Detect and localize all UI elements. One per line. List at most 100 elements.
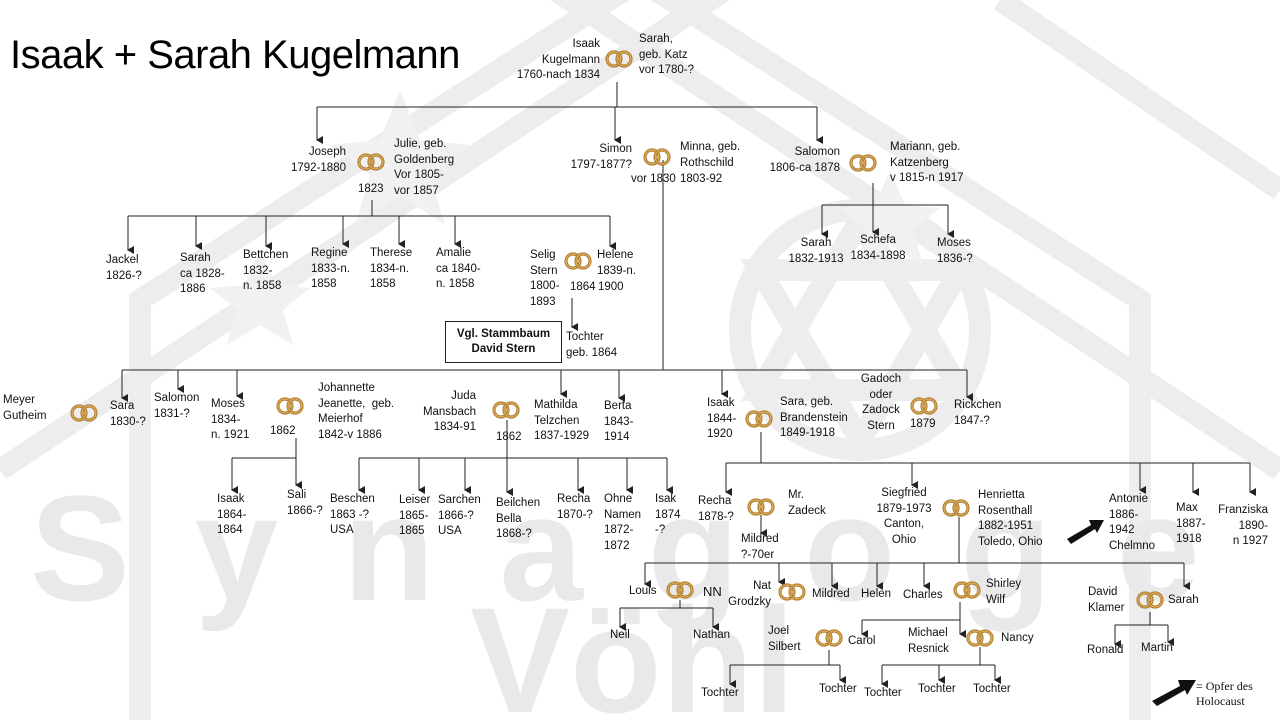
arrow-icon [1067, 520, 1104, 544]
person-therese: Therese 1834-n. 1858 [370, 247, 413, 290]
wedding-rings-icon [815, 629, 843, 647]
person-ohne-namen: Ohne Namen 1872- 1872 [604, 493, 642, 552]
person-mildred-grodzky: Mildred [812, 588, 850, 600]
wedding-rings-icon [966, 629, 994, 647]
person-amalie: Amalie ca 1840- n. 1858 [436, 247, 481, 290]
marriage-year-vor-1830: vor 1830 [631, 173, 676, 185]
person-shirley-wilf: Shirley Wilf [986, 578, 1022, 606]
person-charles: Charles [903, 589, 943, 601]
watermark-line2: Vöhl [470, 576, 795, 720]
person-nathan: Nathan [693, 629, 731, 641]
page-title: Isaak + Sarah Kugelmann [10, 33, 460, 77]
wedding-rings-icon [745, 410, 773, 428]
wedding-rings-icon [605, 50, 633, 68]
person-selig-stern: Selig Stern 1800- 1893 [530, 249, 560, 308]
person-recha-1878: Recha 1878-? [698, 495, 734, 523]
person-salomon: Salomon 1806-ca 1878 [769, 146, 840, 174]
person-sara-brandenstein: Sara, geb. Brandenstein 1849-1918 [780, 396, 848, 439]
person-juda-mansbach: Juda Mansbach 1834-91 [422, 390, 476, 433]
person-tochter-1864: Tochter geb. 1864 [566, 331, 618, 359]
person-isaak-1844: Isaak 1844- 1920 [707, 397, 737, 440]
marriage-year-1823: 1823 [358, 183, 384, 195]
marriage-year-1864: 1864 [570, 281, 596, 293]
marriage-year-1862b: 1862 [496, 431, 522, 443]
person-mathilda-telzchen: Mathilda Telzchen 1837-1929 [534, 399, 589, 442]
person-carol: Carol [848, 635, 876, 647]
person-sarah-katz: Sarah, geb. Katz vor 1780-? [639, 33, 694, 76]
person-tochter-carol-2: Tochter [819, 683, 857, 695]
person-david-klamer: David Klamer [1088, 586, 1125, 614]
wedding-rings-icon [357, 153, 385, 171]
person-recha-1870: Recha 1870-? [557, 493, 593, 521]
wedding-rings-icon [942, 499, 970, 517]
wedding-rings-icon [492, 401, 520, 419]
person-isaak-1864: Isaak 1864- 1864 [217, 493, 247, 536]
wedding-rings-icon [643, 148, 671, 166]
person-helene: Helene 1839-n. [597, 249, 637, 277]
wedding-rings-icon [747, 498, 775, 516]
person-nancy: Nancy [1001, 632, 1034, 644]
wedding-rings-icon [953, 581, 981, 599]
person-sarchen: Sarchen 1866-? USA [438, 494, 481, 537]
person-leiser: Leiser 1865- 1865 [399, 494, 431, 537]
legend-label: = Opfer des Holocaust [1196, 679, 1253, 708]
helene-death-1900: 1900 [598, 281, 624, 293]
marriage-year-1862a: 1862 [270, 425, 296, 437]
person-simon: Simon 1797-1877? [570, 143, 632, 171]
person-tochter-nancy-1: Tochter [864, 687, 902, 699]
person-mildred-zadeck: Mildred ?-70er [741, 533, 779, 561]
person-moses-1834: Moses 1834- n. 1921 [211, 398, 250, 441]
person-antonie: Antonie 1886- 1942 Chelmno [1109, 493, 1156, 552]
person-sali: Sali 1866-? [287, 489, 323, 517]
arrow-icon [1152, 680, 1196, 706]
person-helen: Helen [861, 588, 892, 600]
person-rickchen: Rickchen 1847-? [954, 399, 1002, 427]
person-johannette-meierhof: Johannette Jeanette, geb. Meierhof 1842-… [318, 382, 395, 441]
wedding-rings-icon [564, 252, 592, 270]
wedding-rings-icon [666, 581, 694, 599]
person-martin: Martin [1141, 642, 1173, 654]
person-sarah-1832: Sarah 1832-1913 [788, 237, 844, 265]
person-meyer-gutheim: Meyer Gutheim [3, 394, 47, 422]
person-regine: Regine 1833-n. 1858 [311, 247, 351, 290]
person-louis: Louis [629, 585, 657, 597]
person-berta: Berta 1843- 1914 [604, 400, 634, 443]
person-gadoch-stern: Gadoch oder Zadock Stern [860, 373, 902, 432]
person-joseph: Joseph 1792-1880 [291, 146, 346, 174]
person-beilchen-bella: Beilchen Bella 1868-? [496, 497, 541, 540]
person-beschen: Beschen 1863 -? USA [330, 493, 375, 536]
person-bettchen: Bettchen 1832- n. 1858 [243, 249, 289, 292]
person-michael-resnick: Michael Resnick [908, 627, 949, 655]
wedding-rings-icon [70, 404, 98, 422]
wedding-rings-icon [276, 397, 304, 415]
person-jackel: Jackel 1826-? [106, 254, 142, 282]
person-tochter-nancy-2: Tochter [918, 683, 956, 695]
person-moses-1836: Moses 1836-? [937, 237, 973, 265]
person-tochter-nancy-3: Tochter [973, 683, 1011, 695]
person-nat-grodzky: Nat Grodzky [728, 580, 771, 608]
person-julie-goldenberg: Julie, geb. Goldenberg Vor 1805- vor 185… [394, 138, 455, 197]
wedding-rings-icon [778, 583, 806, 601]
person-sarah-1828: Sarah ca 1828- 1886 [180, 252, 225, 295]
person-schefa: Schefa 1834-1898 [850, 234, 906, 262]
person-nn: NN [703, 584, 722, 599]
reference-box-label: Vgl. Stammbaum David Stern [456, 328, 551, 355]
wedding-rings-icon [1136, 591, 1164, 609]
person-ronald: Ronald [1087, 644, 1124, 656]
person-henrietta-rosenthall: Henrietta Rosenthall 1882-1951 Toledo, O… [978, 489, 1043, 548]
person-siegfried: Siegfried 1879-1973 Canton, Ohio [876, 487, 932, 546]
person-max: Max 1887- 1918 [1176, 502, 1206, 545]
person-neil: Neil [610, 629, 630, 641]
wedding-rings-icon [849, 154, 877, 172]
person-minna-rothschild: Minna, geb. Rothschild [680, 141, 741, 169]
person-isaak-kugelmann: Isaak Kugelmann 1760-nach 1834 [516, 38, 600, 81]
person-salomon-1831: Salomon 1831-? [154, 392, 200, 420]
person-isak-1874: Isak 1874 -? [655, 493, 681, 536]
person-sarah-klamer: Sarah [1168, 594, 1199, 606]
person-mariann-katzenberg: Mariann, geb. Katzenberg v 1815-n 1917 [890, 141, 964, 184]
reference-box-david-stern: Vgl. Stammbaum David Stern [445, 321, 562, 363]
person-mr-zadeck: Mr. Zadeck [788, 489, 826, 517]
